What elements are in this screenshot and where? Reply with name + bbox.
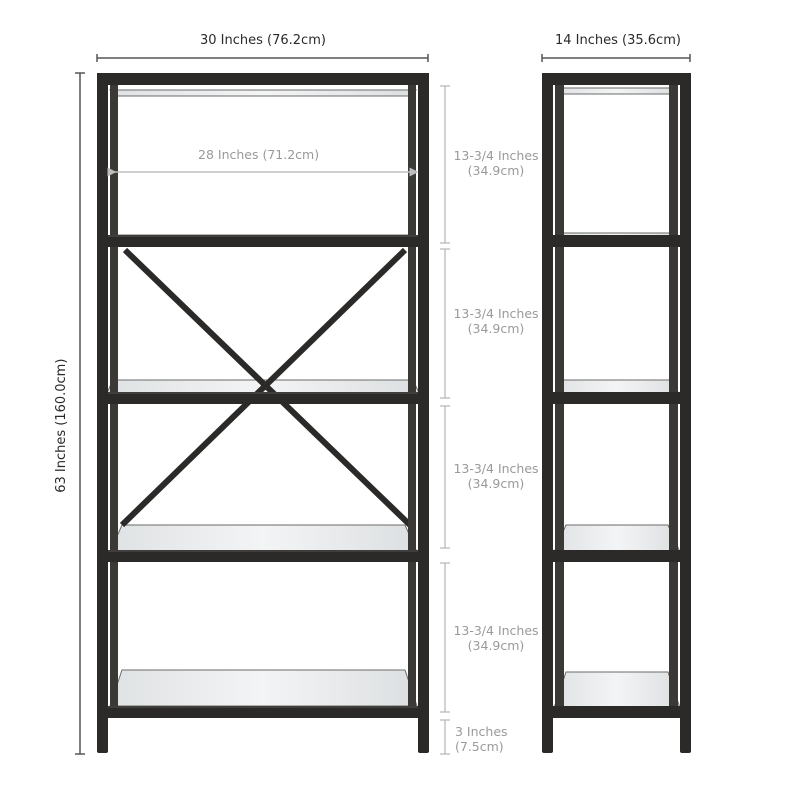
side-glass-panels — [553, 87, 681, 709]
shelf-spacing-4-cm: (34.9cm) — [467, 638, 525, 653]
side-posts — [542, 73, 691, 753]
shelf-spacing-1-cm: (34.9cm) — [467, 163, 525, 178]
floor-clearance-inches: 3 Inches — [455, 724, 508, 739]
overall-width-label: 30 Inches (76.2cm) — [200, 33, 326, 48]
shelf-spacing-label-1: 13-3/4 Inches (34.9cm) — [448, 148, 544, 178]
shelf-spacing-3-cm: (34.9cm) — [467, 476, 525, 491]
shelf-spacing-label-4: 13-3/4 Inches (34.9cm) — [448, 623, 544, 653]
inner-width-label: 28 Inches (71.2cm) — [198, 147, 320, 162]
shelf-spacing-2-cm: (34.9cm) — [467, 321, 525, 336]
front-shelf-rails — [108, 235, 418, 718]
overall-height-dimension-line — [75, 72, 85, 755]
side-top-rail — [542, 73, 691, 85]
shelf-spacing-label-2: 13-3/4 Inches (34.9cm) — [448, 306, 544, 336]
overall-depth-dimension-line — [541, 54, 691, 62]
side-shelf-rails — [553, 235, 680, 718]
overall-depth-label: 14 Inches (35.6cm) — [555, 33, 681, 48]
front-posts — [97, 73, 429, 753]
shelf-spacing-3-inches: 13-3/4 Inches — [453, 461, 539, 476]
front-top-rail — [97, 73, 429, 85]
x-brace — [119, 247, 413, 528]
shelf-spacing-label-3: 13-3/4 Inches (34.9cm) — [448, 461, 544, 491]
shelf-spacing-4-inches: 13-3/4 Inches — [453, 623, 539, 638]
shelf-spacing-dimension-lines — [440, 85, 450, 755]
side-shelf-unit — [542, 73, 691, 753]
floor-clearance-label: 3 Inches (7.5cm) — [455, 724, 521, 754]
front-shelf-unit — [97, 73, 429, 753]
overall-width-dimension-line — [96, 54, 429, 62]
shelf-spacing-1-inches: 13-3/4 Inches — [453, 148, 539, 163]
overall-height-label: 63 Inches (160.0cm) — [54, 358, 70, 493]
floor-clearance-cm: (7.5cm) — [455, 739, 504, 754]
shelf-spacing-2-inches: 13-3/4 Inches — [453, 306, 539, 321]
